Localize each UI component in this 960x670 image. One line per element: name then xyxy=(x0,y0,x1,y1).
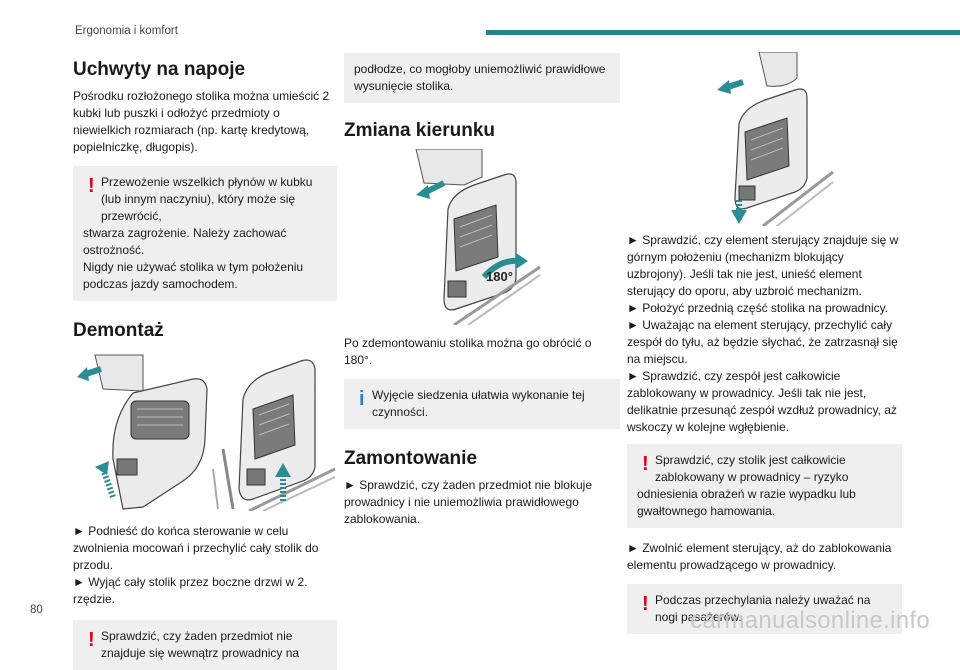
heading-cup-holders: Uchwyty na napoje xyxy=(73,59,246,80)
warning-icon: ! xyxy=(88,629,95,651)
removal-illustration xyxy=(77,354,336,511)
warning-text-line1: Przewożenie wszelkich płynów w kubku (lu… xyxy=(101,175,313,223)
installation-illustration xyxy=(717,52,834,226)
rotation-illustration: 180° xyxy=(415,149,541,325)
column-2: podłodze, co mogłoby uniemożliwić prawid… xyxy=(344,53,620,528)
warning-guide-text-continued: podłodze, co mogłoby uniemożliwić prawid… xyxy=(354,62,606,93)
page-number: 80 xyxy=(30,604,43,616)
warning-box-guide-continued: podłodze, co mogłoby uniemożliwić prawid… xyxy=(344,53,620,103)
warning-box-liquids: ! Przewożenie wszelkich płynów w kubku (… xyxy=(73,166,337,301)
warning-box-guide: ! Sprawdzić, czy żaden przedmiot nie zna… xyxy=(73,620,337,670)
warning-box-legs: ! Podczas przechylania należy uważać na … xyxy=(627,584,902,634)
warning-icon: ! xyxy=(88,175,95,197)
info-seat-text: Wyjęcie siedzenia ułatwia wykonanie tej … xyxy=(372,388,585,419)
warning-locked-first: Sprawdzić, czy stolik jest całkowicie za… xyxy=(655,453,849,484)
info-icon: i xyxy=(359,388,365,410)
info-box-seat: i Wyjęcie siedzenia ułatwia wykonanie te… xyxy=(344,379,620,429)
paragraph-cup-holders: Pośrodku rozłożonego stolika można umieś… xyxy=(73,89,330,154)
warning-icon: ! xyxy=(642,453,649,475)
header-section-title: Ergonomia i komfort xyxy=(75,25,178,37)
warning-text-line3: Nigdy nie używać stolika w tym położeniu… xyxy=(83,260,304,291)
column-1: Uchwyty na napoje Pośrodku rozłożonego s… xyxy=(73,52,337,670)
heading-direction-change: Zmiana kierunku xyxy=(344,120,495,141)
watermark: carmanualsonline.info xyxy=(690,607,930,634)
paragraph-rotate: Po zdemontowaniu stolika można go obróci… xyxy=(344,336,592,367)
header-accent-bar xyxy=(486,30,960,35)
step-tilt-back: ► Uważając na element sterujący, przechy… xyxy=(627,318,898,366)
column-3: ► Sprawdzić, czy element sterujący znajd… xyxy=(627,52,902,634)
step-lift-control: ► Podnieść do końca sterowanie w celu zw… xyxy=(73,524,319,572)
warning-icon: ! xyxy=(642,593,649,615)
heading-removal: Demontaż xyxy=(73,320,164,341)
step-check-locked: ► Sprawdzić, czy zespół jest całkowicie … xyxy=(627,369,897,434)
warning-locked-rest: odniesienia obrażeń w razie wypadku lub … xyxy=(637,487,856,518)
tilted-table-figure xyxy=(77,354,235,510)
step-remove-table: ► Wyjąć cały stolik przez boczne drzwi w… xyxy=(73,575,308,606)
rotation-label: 180° xyxy=(486,269,513,284)
step-check-control: ► Sprawdzić, czy element sterujący znajd… xyxy=(627,233,899,298)
warning-guide-text: Sprawdzić, czy żaden przedmiot nie znajd… xyxy=(101,629,300,660)
warning-box-locked: ! Sprawdzić, czy stolik jest całkowicie … xyxy=(627,444,902,528)
heading-installation: Zamontowanie xyxy=(344,448,478,469)
step-release-control: ► Zwolnić element sterujący, aż do zablo… xyxy=(627,541,892,572)
upright-table-figure xyxy=(238,359,336,511)
step-check-guide: ► Sprawdzić, czy żaden przedmiot nie blo… xyxy=(344,478,592,526)
warning-legs-text: Podczas przechylania należy uważać na no… xyxy=(655,593,871,624)
step-place-front: ► Położyć przednią część stolika na prow… xyxy=(627,301,889,315)
warning-text-rest: stwarza zagrożenie. Należy zachować ostr… xyxy=(83,226,287,257)
